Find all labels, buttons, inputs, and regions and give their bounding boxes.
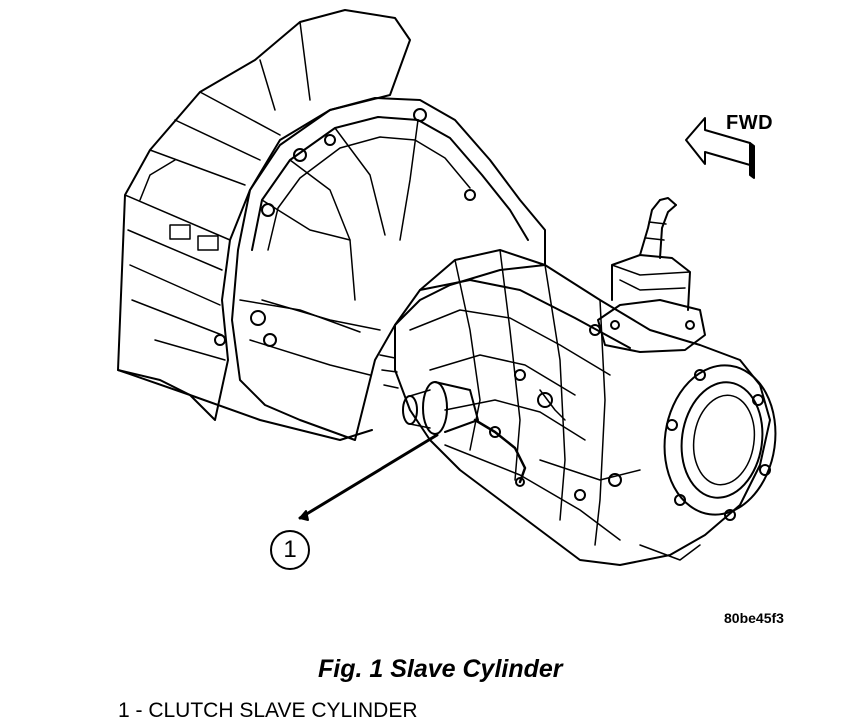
image-id-label: 80be45f3 xyxy=(724,610,784,626)
transmission-diagram xyxy=(117,9,777,570)
transmission-case xyxy=(394,249,771,566)
bell-housing xyxy=(231,97,546,441)
callout-circle xyxy=(270,530,310,570)
clutch-slave-cylinder xyxy=(379,354,527,487)
fwd-arrow-icon xyxy=(685,117,755,179)
callout-leader xyxy=(270,433,439,570)
shifter-tower xyxy=(597,197,706,353)
fwd-direction-label: FWD xyxy=(726,112,774,134)
rear-housing xyxy=(639,364,777,561)
figure-title: Fig. 1 Slave Cylinder xyxy=(318,655,563,683)
legend-item-1: 1 - CLUTCH SLAVE CYLINDER xyxy=(118,699,418,722)
callout-number-1: 1 xyxy=(283,536,297,563)
engine-block xyxy=(117,9,411,441)
